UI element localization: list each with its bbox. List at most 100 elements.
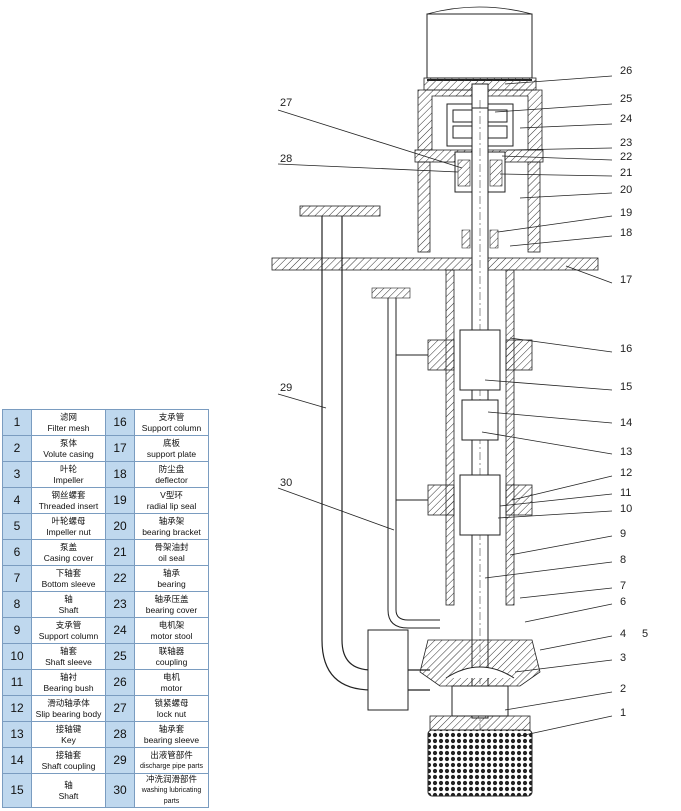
part-name-zh: 滤网 (59, 411, 77, 422)
part-name-en: washing lubricating parts (141, 787, 202, 805)
part-number: 13 (2, 721, 32, 748)
part-number: 23 (105, 591, 135, 618)
part-name-zh: 底板 (162, 437, 180, 448)
part-number: 24 (105, 617, 135, 644)
part-name-zh: 支承管 (55, 619, 82, 630)
callout-30: 30 (280, 477, 292, 489)
part-name-en: Volute casing (43, 448, 94, 459)
part-name-en: motor (160, 682, 183, 693)
part-name-zh: 轴衬 (59, 671, 77, 682)
part-number: 14 (2, 747, 32, 774)
part-name-zh: 联轴器 (158, 645, 185, 656)
callout-1: 1 (620, 707, 626, 719)
part-name-zh: 钢丝螺套 (51, 489, 86, 500)
part-name-zh: 叶轮 (59, 463, 77, 474)
callout-23: 23 (620, 137, 632, 149)
callout-labels: 26 25 24 23 22 21 20 19 18 17 16 15 14 1… (280, 65, 648, 719)
flush-pipe (371, 287, 440, 629)
part-name-en: bearing bracket (142, 526, 201, 537)
part-name-en: Shaft (58, 790, 79, 801)
part-number: 25 (105, 643, 135, 670)
part-number: 16 (105, 409, 135, 436)
part-number: 18 (105, 461, 135, 488)
part-name-zh: 轴承套 (158, 723, 185, 734)
support-plate (271, 205, 599, 271)
callout-5: 5 (642, 628, 648, 640)
part-name-en: Shaft (58, 604, 79, 615)
part-number: 20 (105, 513, 135, 540)
part-name-en: Support column (141, 422, 202, 433)
part-name-zh: 轴 (64, 779, 73, 790)
part-name-zh: 电机 (162, 671, 180, 682)
callout-26: 26 (620, 65, 632, 77)
part-number: 9 (2, 617, 32, 644)
part-name-en: motor stool (150, 630, 193, 641)
callout-16: 16 (620, 343, 632, 355)
part-name-en: Casing cover (43, 552, 94, 563)
part-number: 3 (2, 461, 32, 488)
callout-17: 17 (620, 274, 632, 286)
part-name-zh: 接轴键 (55, 723, 82, 734)
part-name-zh: 电机架 (158, 619, 185, 630)
part-number: 12 (2, 695, 32, 722)
part-name-zh: 防尘盘 (158, 463, 185, 474)
callout-12: 12 (620, 467, 632, 479)
part-name-zh: 锁紧螺母 (154, 697, 189, 708)
part-number: 8 (2, 591, 32, 618)
part-name-en: bearing (157, 578, 186, 589)
discharge-pipe (321, 216, 430, 711)
part-name-en: Impeller (53, 474, 84, 485)
part-name-zh: 轴承 (162, 567, 180, 578)
part-number: 6 (2, 539, 32, 566)
part-name-en: Impeller nut (46, 526, 91, 537)
part-name-en: oil seal (158, 552, 185, 563)
part-name-zh: 出液管部件 (150, 749, 193, 760)
callout-20: 20 (620, 184, 632, 196)
part-number: 27 (105, 695, 135, 722)
callout-10: 10 (620, 503, 632, 515)
part-name-zh: 叶轮螺母 (51, 515, 86, 526)
callout-7: 7 (620, 580, 626, 592)
part-name-en: Shaft coupling (41, 760, 96, 771)
part-name-zh: 支承管 (158, 411, 185, 422)
callout-2: 2 (620, 683, 626, 695)
part-name-zh: 接轴套 (55, 749, 82, 760)
callout-27: 27 (280, 97, 292, 109)
part-number: 29 (105, 747, 135, 774)
part-name-en: Bottom sleeve (41, 578, 96, 589)
callout-4: 4 (620, 628, 626, 640)
part-name-en: support plate (146, 448, 197, 459)
part-number: 28 (105, 721, 135, 748)
part-number: 7 (2, 565, 32, 592)
callout-22: 22 (620, 151, 632, 163)
callout-24: 24 (620, 113, 632, 125)
callout-6: 6 (620, 596, 626, 608)
